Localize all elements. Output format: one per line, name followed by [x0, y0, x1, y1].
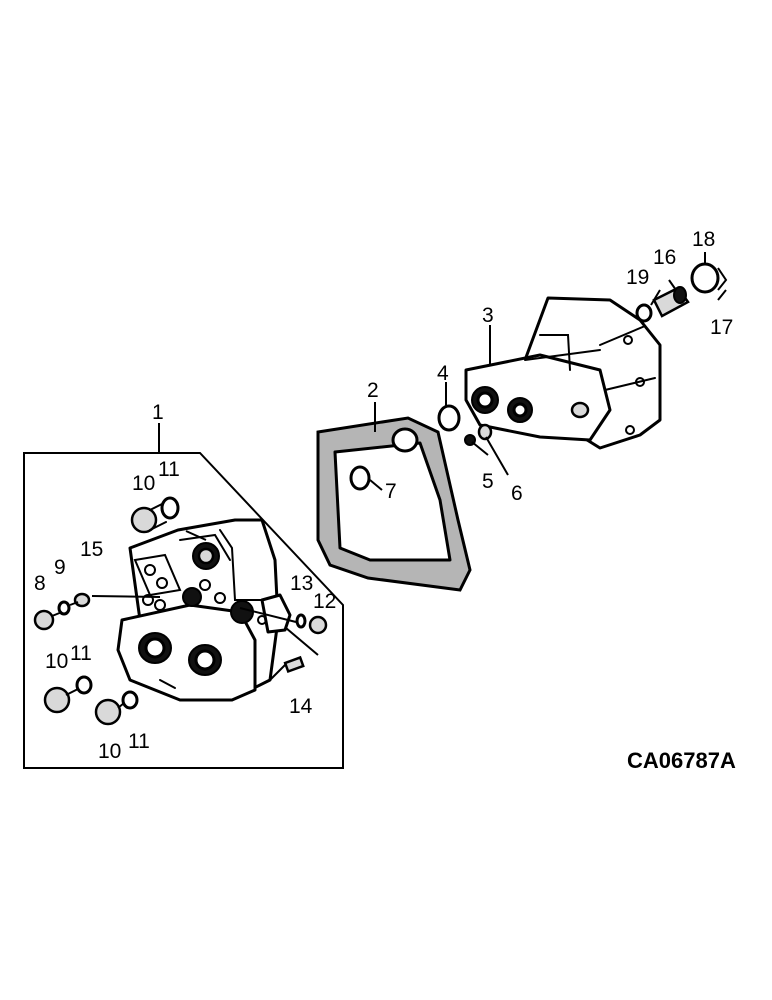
callout-labels: 1 2 3 4 5 6 7 8 9 10 11 10 11 10 11 12 1…: [34, 228, 733, 763]
o-ring-19: [635, 303, 653, 323]
callout-16: 16: [653, 246, 676, 269]
callout-9: 9: [54, 556, 66, 579]
assembly-1-outline: [23, 452, 344, 769]
callout-2: 2: [367, 379, 379, 402]
o-ring-11-top: [160, 496, 180, 520]
valve-body: [116, 518, 292, 702]
callout-17: 17: [710, 316, 733, 339]
plug-10-bottom: [94, 698, 122, 726]
plug-12: [308, 615, 328, 635]
o-ring-7: [349, 465, 383, 491]
part-6: [477, 423, 493, 441]
plug-10-lower-left: [43, 686, 71, 714]
callout-11-bottom: 11: [128, 730, 150, 753]
retaining-ring-18: [690, 262, 720, 294]
callout-10-bottom: 10: [98, 740, 121, 763]
callout-6: 6: [511, 482, 523, 505]
callout-12: 12: [313, 590, 336, 613]
fitting-16: [652, 286, 690, 318]
washer-9: [57, 600, 71, 616]
o-ring-11-lower-left: [75, 675, 93, 695]
callout-3: 3: [482, 304, 494, 327]
callout-8: 8: [34, 572, 46, 595]
washer-13: [295, 613, 307, 629]
snap-ring-17: [717, 267, 728, 291]
o-ring-11-bottom: [121, 690, 139, 710]
valve-housing: [464, 296, 662, 450]
o-ring-4: [437, 404, 461, 432]
callout-7: 7: [385, 480, 397, 503]
leader-lines-assembly-1: [51, 530, 319, 709]
fitting-14: [283, 655, 305, 674]
callout-10-top: 10: [132, 472, 155, 495]
callout-11-lower-left: 11: [70, 642, 92, 665]
callout-18: 18: [692, 228, 715, 251]
fitting-15: [73, 592, 91, 608]
callout-10-lower-left: 10: [45, 650, 68, 673]
plug-8: [33, 609, 55, 631]
callout-5: 5: [482, 470, 494, 493]
callout-14: 14: [289, 695, 313, 718]
drawing-number: CA06787A: [627, 748, 736, 773]
callout-13: 13: [290, 572, 313, 595]
callout-15: 15: [80, 538, 103, 561]
callout-19: 19: [626, 266, 649, 289]
callout-leaders: [158, 252, 727, 476]
callout-11-top: 11: [158, 458, 180, 481]
callout-1: 1: [152, 401, 164, 424]
gasket: [316, 416, 472, 592]
callout-4: 4: [437, 362, 449, 385]
